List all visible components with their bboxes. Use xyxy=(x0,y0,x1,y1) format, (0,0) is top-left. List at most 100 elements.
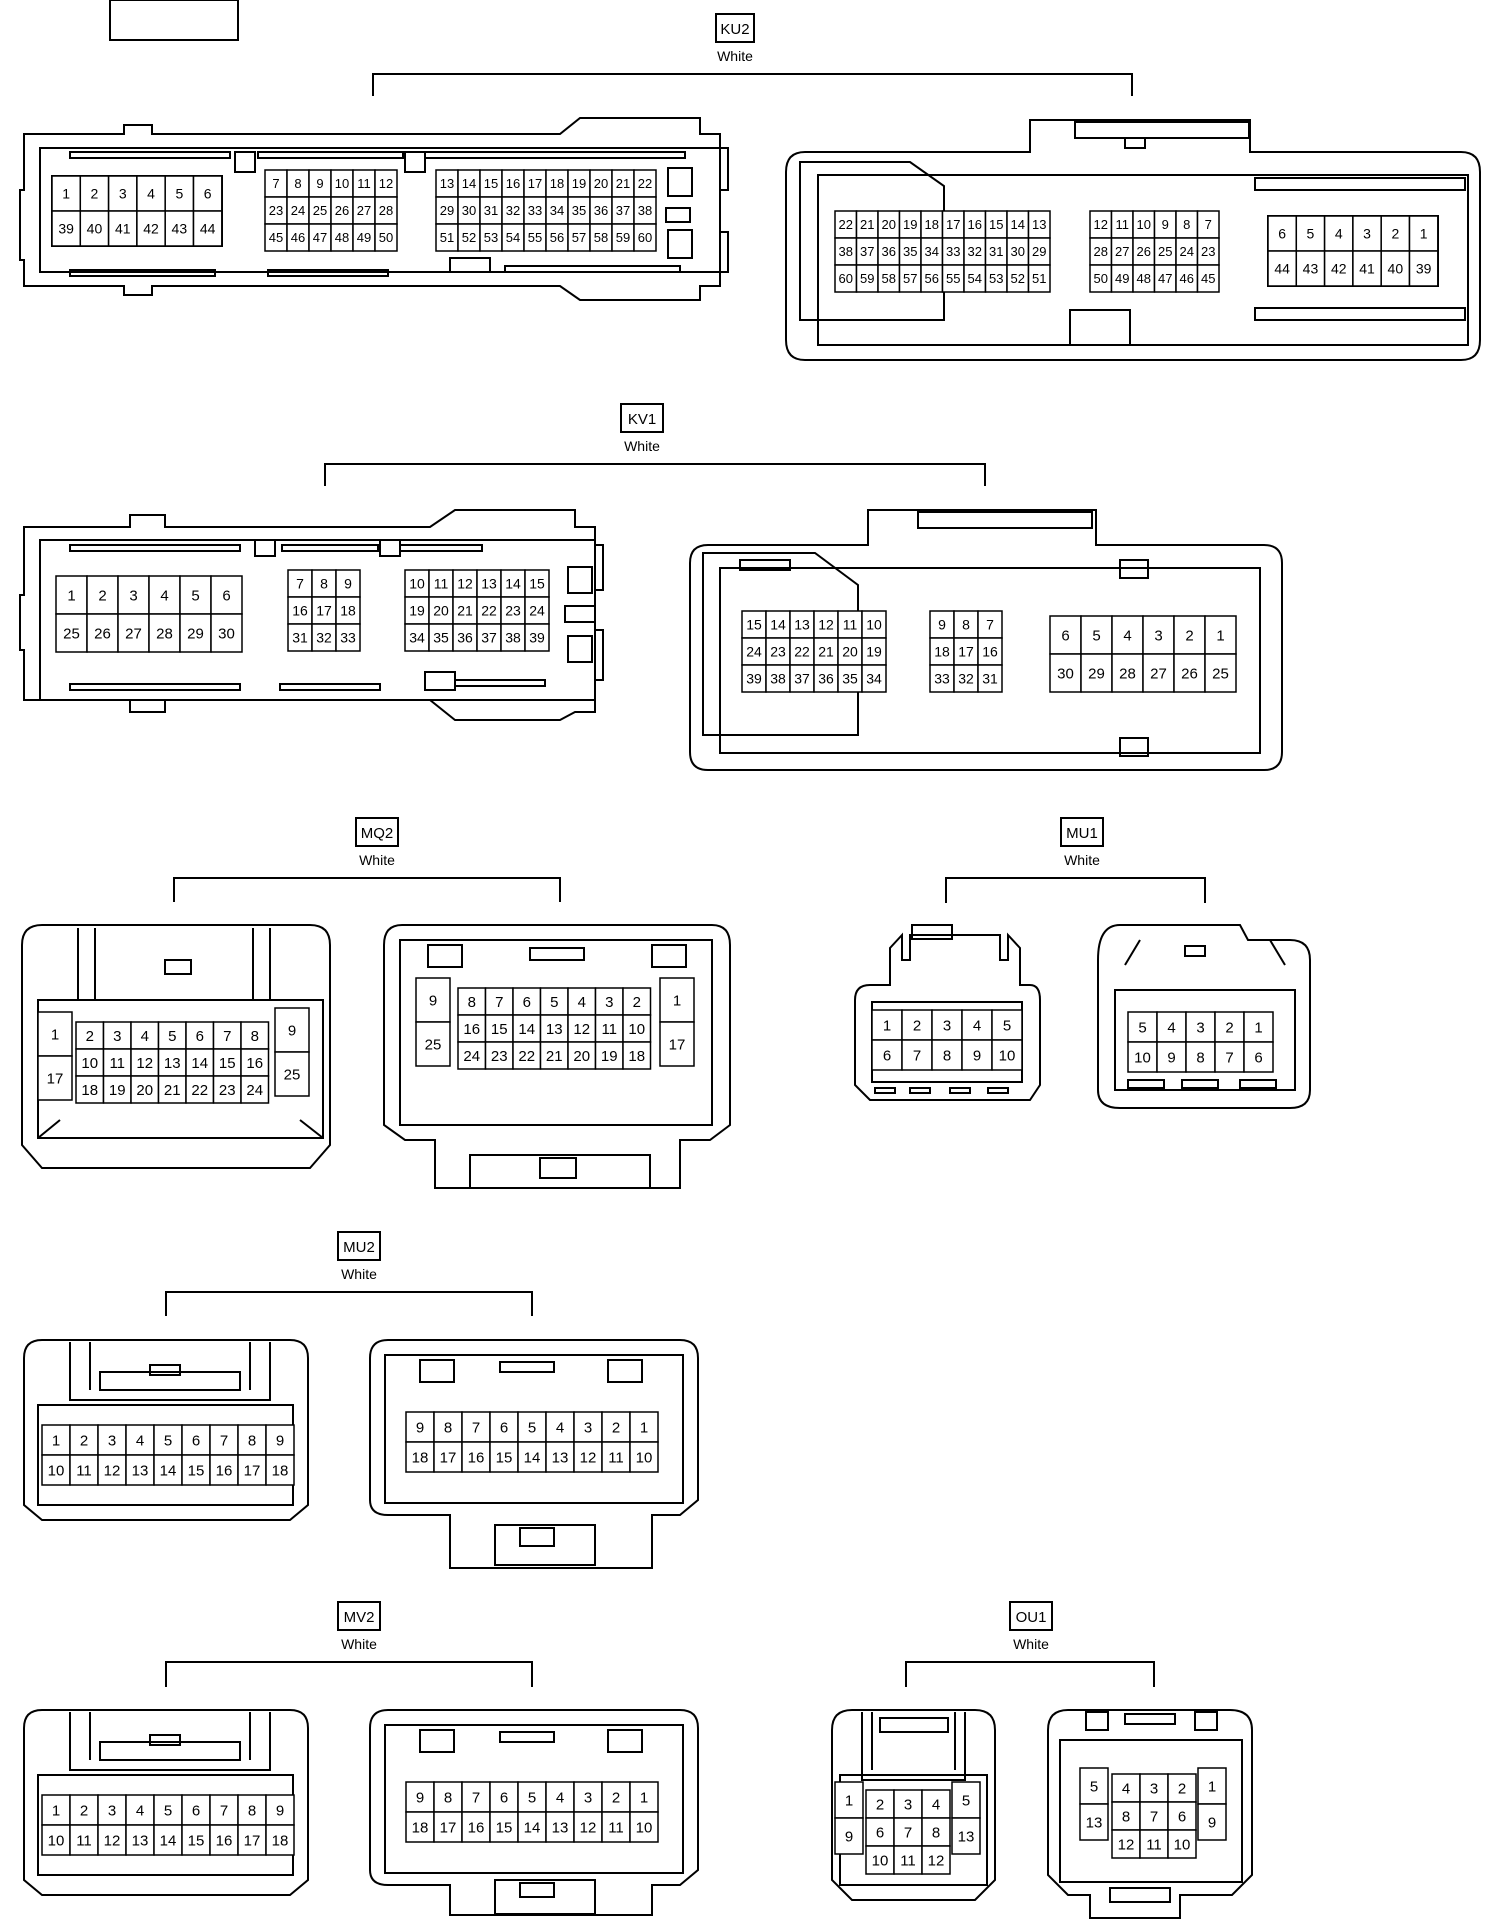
pin-number: 19 xyxy=(866,644,882,660)
pin-cell xyxy=(977,610,1003,639)
pin-cell xyxy=(567,1041,597,1070)
pin-number: 31 xyxy=(989,244,1003,259)
pin-number: 35 xyxy=(572,203,586,218)
pin-number: 25 xyxy=(1158,244,1172,259)
pin-number: 45 xyxy=(269,230,283,245)
pin-cell xyxy=(374,223,398,252)
pin-cell xyxy=(1196,264,1220,293)
pin-number: 17 xyxy=(958,644,974,660)
pin-number: 3 xyxy=(108,1432,116,1449)
pin-cell xyxy=(633,223,657,252)
pin-cell xyxy=(433,1781,463,1813)
pin-number: 10 xyxy=(872,1852,889,1869)
pin-number: 25 xyxy=(284,1066,301,1083)
pin-number: 22 xyxy=(518,1048,535,1065)
pin-cell xyxy=(929,664,955,693)
pin-number: 19 xyxy=(601,1048,618,1065)
pin-number: 15 xyxy=(484,176,498,191)
pin-cell xyxy=(789,637,815,666)
pin-number: 12 xyxy=(136,1055,153,1072)
pin-number: 11 xyxy=(900,1852,916,1869)
pin-cell xyxy=(1111,615,1144,655)
pin-number: 56 xyxy=(925,271,939,286)
pin-number: 15 xyxy=(496,1449,513,1466)
pin-cell xyxy=(622,1014,652,1043)
pin-number: 9 xyxy=(288,1022,296,1039)
pin-number: 5 xyxy=(528,1789,536,1806)
pin-number: 3 xyxy=(113,1028,121,1045)
pin-cell xyxy=(433,1411,463,1443)
pin-number: 8 xyxy=(320,576,328,592)
mv2-label-box xyxy=(337,1601,381,1631)
pin-cell xyxy=(629,1411,659,1443)
pin-number: 3 xyxy=(1196,1019,1204,1036)
pin-cell xyxy=(335,569,361,598)
pin-cell xyxy=(861,664,887,693)
pin-cell xyxy=(37,1011,73,1057)
pin-number: 46 xyxy=(291,230,305,245)
pin-cell xyxy=(125,1824,155,1856)
pin-number: 13 xyxy=(440,176,454,191)
pin-number: 42 xyxy=(143,221,159,237)
pin-number: 6 xyxy=(222,587,230,604)
pin-cell xyxy=(428,596,454,625)
pin-number: 58 xyxy=(594,230,608,245)
pin-number: 12 xyxy=(1094,217,1108,232)
pin-cell xyxy=(573,1411,603,1443)
pin-number: 17 xyxy=(440,1449,457,1466)
pin-number: 7 xyxy=(986,617,994,633)
pin-number: 25 xyxy=(425,1036,442,1053)
pin-number: 56 xyxy=(550,230,564,245)
mq2-color: White xyxy=(359,852,395,868)
pin-cell xyxy=(185,1075,215,1104)
pin-cell xyxy=(433,1811,463,1843)
pin-number: 20 xyxy=(594,176,608,191)
pin-cell xyxy=(921,1845,951,1875)
pin-number: 9 xyxy=(416,1789,424,1806)
pin-number: 15 xyxy=(746,617,762,633)
ku2-color: White xyxy=(717,48,753,64)
pin-number: 6 xyxy=(204,186,212,202)
pin-cell xyxy=(461,1411,491,1443)
pin-number: 22 xyxy=(794,644,810,660)
pin-number: 9 xyxy=(938,617,946,633)
pin-cell xyxy=(741,664,767,693)
pin-number: 8 xyxy=(444,1789,452,1806)
pin-number: 1 xyxy=(845,1792,853,1809)
pin-number: 7 xyxy=(495,994,503,1011)
pin-number: 44 xyxy=(200,221,216,237)
pin-number: 53 xyxy=(484,230,498,245)
pin-cell xyxy=(1111,1773,1141,1803)
pin-number: 51 xyxy=(1032,271,1046,286)
pin-cell xyxy=(629,1781,659,1813)
mu1-bracket xyxy=(945,877,1206,903)
pin-number: 43 xyxy=(1303,261,1319,277)
pin-number: 40 xyxy=(1388,261,1404,277)
pin-cell xyxy=(1111,1829,1141,1859)
pin-number: 20 xyxy=(842,644,858,660)
pin-number: 15 xyxy=(496,1819,513,1836)
pin-cell xyxy=(1142,615,1175,655)
pin-cell xyxy=(893,1845,923,1875)
pin-cell xyxy=(517,1781,547,1813)
pin-number: 14 xyxy=(462,176,476,191)
pin-number: 22 xyxy=(839,217,853,232)
pin-cell xyxy=(1111,653,1144,693)
pin-number: 23 xyxy=(1201,244,1215,259)
pin-number: 25 xyxy=(313,203,327,218)
pin-number: 1 xyxy=(1216,627,1224,644)
pin-cell xyxy=(901,1009,933,1041)
pin-number: 8 xyxy=(932,1824,940,1841)
pin-number: 18 xyxy=(412,1449,429,1466)
pin-cell xyxy=(573,1811,603,1843)
pin-cell xyxy=(961,1009,993,1041)
pin-number: 57 xyxy=(572,230,586,245)
pin-cell xyxy=(834,1781,864,1819)
